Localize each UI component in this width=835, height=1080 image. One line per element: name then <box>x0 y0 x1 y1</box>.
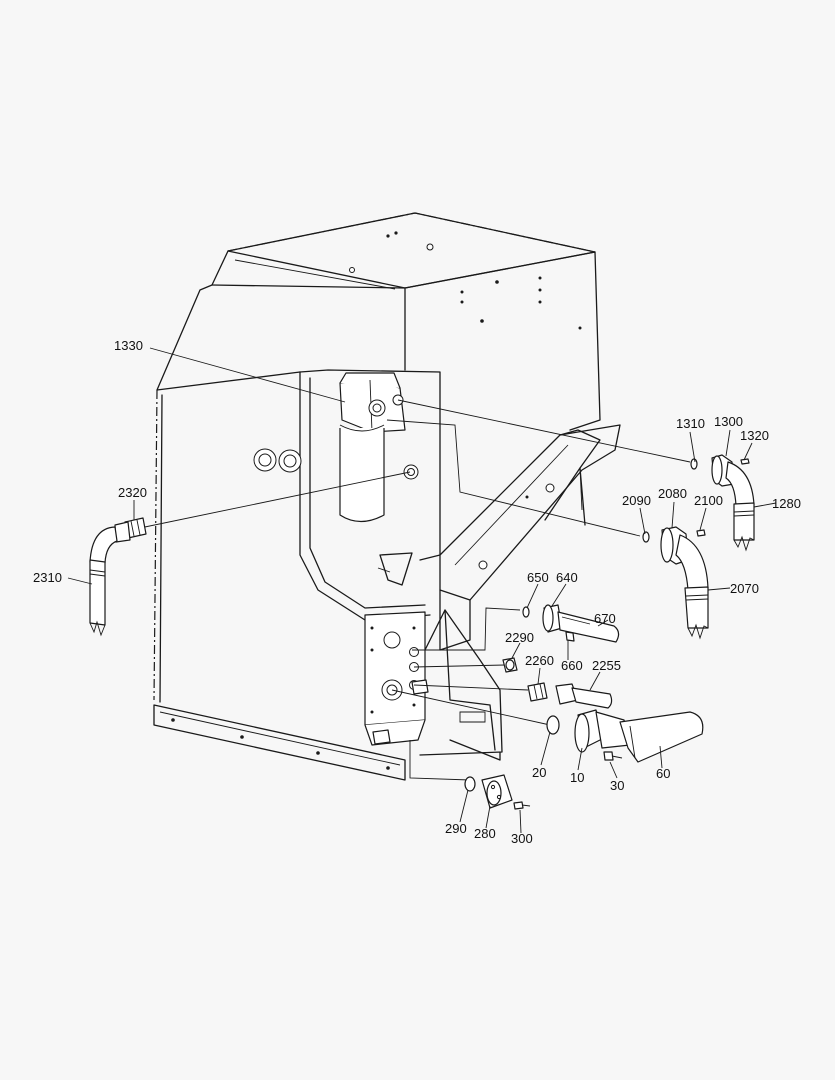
flange-group-280 <box>464 774 531 810</box>
callout-10: 10 <box>570 770 584 785</box>
port-fitting-group-670 <box>522 604 620 643</box>
callout-650: 650 <box>527 570 549 585</box>
fitting-group-2255 <box>527 682 613 709</box>
callout-1330: 1330 <box>114 338 143 353</box>
hose-assembly-2310 <box>89 517 147 637</box>
callout-leaders <box>67 347 777 834</box>
callout-2310: 2310 <box>33 570 62 585</box>
hose-assembly-1280 <box>690 454 755 552</box>
callout-670: 670 <box>594 611 616 626</box>
callout-1320: 1320 <box>740 428 769 443</box>
callout-30: 30 <box>610 778 624 793</box>
hose-assembly-2070 <box>642 526 709 640</box>
callout-290: 290 <box>445 821 467 836</box>
callout-labels: 1330 1310 1300 1320 1280 2320 2310 2090 … <box>33 338 801 846</box>
callout-280: 280 <box>474 826 496 841</box>
callout-1280: 1280 <box>772 496 801 511</box>
callout-1310: 1310 <box>676 416 705 431</box>
callout-2290: 2290 <box>505 630 534 645</box>
callout-2260: 2260 <box>525 653 554 668</box>
routing-lines <box>139 399 691 781</box>
callout-2090: 2090 <box>622 493 651 508</box>
callout-640: 640 <box>556 570 578 585</box>
callout-660: 660 <box>561 658 583 673</box>
callout-2320: 2320 <box>118 485 147 500</box>
callout-2070: 2070 <box>730 581 759 596</box>
callout-2080: 2080 <box>658 486 687 501</box>
callout-300: 300 <box>511 831 533 846</box>
fitting-2290 <box>502 657 518 673</box>
housing-frame <box>153 212 621 781</box>
callout-60: 60 <box>656 766 670 781</box>
callout-2100: 2100 <box>694 493 723 508</box>
manifold-plate <box>364 611 429 746</box>
callout-1300: 1300 <box>714 414 743 429</box>
callout-20: 20 <box>532 765 546 780</box>
valve-block-1330 <box>339 372 406 523</box>
callout-2255: 2255 <box>592 658 621 673</box>
flange-group-60 <box>546 709 704 763</box>
